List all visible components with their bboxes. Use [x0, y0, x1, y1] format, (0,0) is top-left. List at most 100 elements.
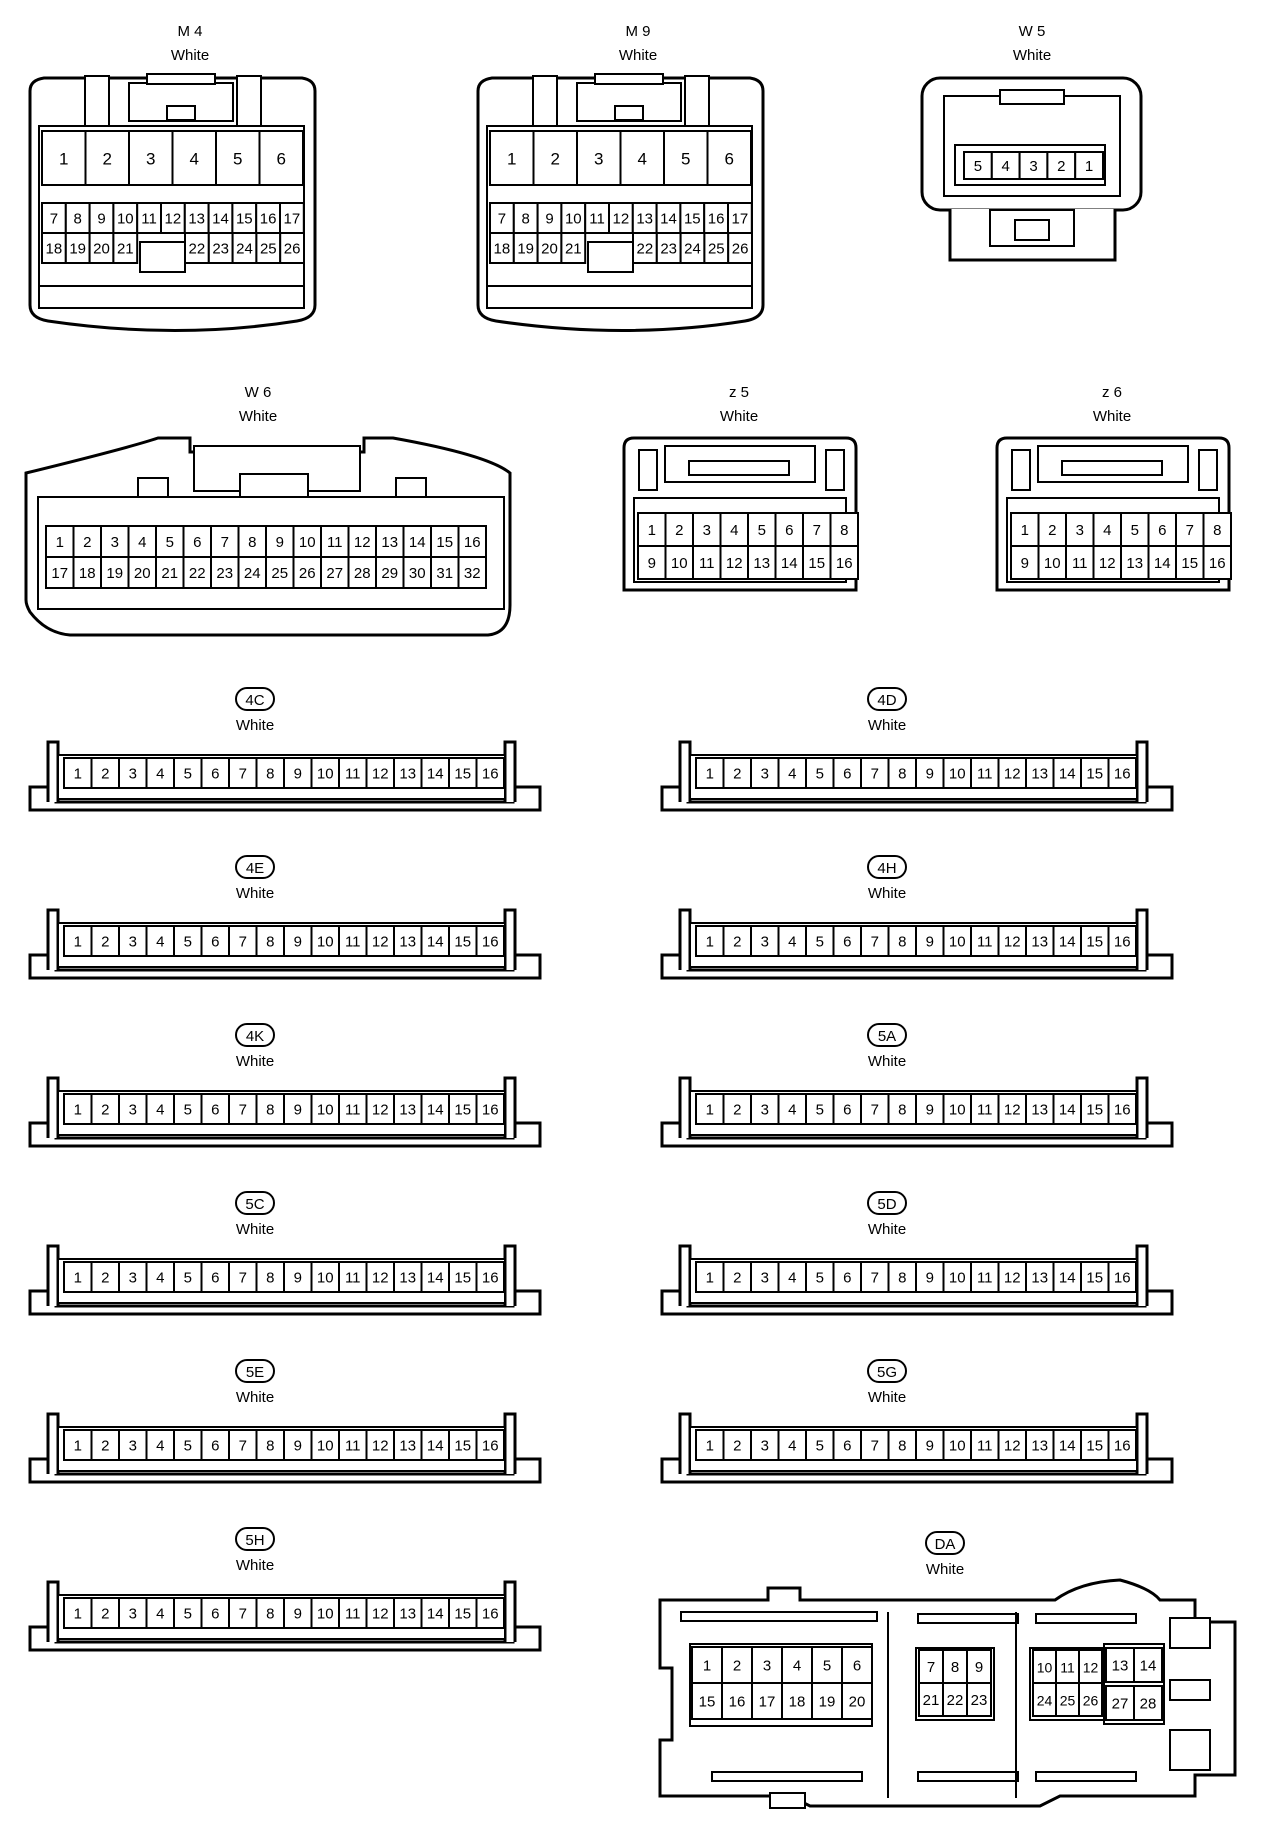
- pin-number: 10: [317, 934, 334, 951]
- pin-number: 26: [732, 241, 749, 258]
- pin-cell: [663, 130, 709, 186]
- latch-tab: [1061, 460, 1163, 476]
- connector-code-badge: [867, 855, 907, 879]
- pin-number: 13: [399, 1270, 416, 1287]
- pin-number: 14: [427, 1270, 444, 1287]
- pin-number: 14: [1140, 1658, 1157, 1675]
- pin-number: 22: [947, 1692, 964, 1709]
- connector-color: White: [868, 885, 906, 902]
- pin-number: 17: [284, 211, 301, 228]
- pin-number: 7: [498, 211, 506, 228]
- pin-number: 2: [551, 150, 560, 169]
- pin-number: 1: [706, 1102, 714, 1119]
- pin-number: 10: [949, 1438, 966, 1455]
- pin-cell: [1074, 151, 1104, 180]
- pin-cell: [750, 1261, 780, 1293]
- connector-code: 5D: [877, 1196, 896, 1213]
- pin-cell: [777, 1429, 807, 1461]
- pin-number: 5: [184, 1438, 192, 1455]
- pin-cell: [811, 1682, 843, 1720]
- pin-number: 12: [372, 1606, 389, 1623]
- pin-cell: [887, 1093, 917, 1125]
- pin-number: 4: [156, 766, 164, 783]
- pin-number: 11: [345, 1438, 361, 1455]
- pin-cell: [320, 556, 350, 589]
- pin-cell: [283, 1597, 313, 1629]
- pin-number: 10: [317, 1438, 334, 1455]
- pin-cell: [90, 1261, 120, 1293]
- pin-cell: [365, 1093, 395, 1125]
- pin-cell: [1010, 545, 1040, 580]
- connector-code-badge: [925, 1531, 965, 1555]
- pin-number: 10: [565, 211, 582, 228]
- pin-cell: [118, 757, 148, 789]
- pin-cell: [255, 1429, 285, 1461]
- pin-number: 21: [923, 1692, 940, 1709]
- pin-number: 10: [671, 555, 688, 572]
- pin-number: 1: [1085, 158, 1093, 175]
- pin-cell: [173, 757, 203, 789]
- pin-number: 6: [843, 1102, 851, 1119]
- pin-number: 15: [699, 1694, 716, 1711]
- pin-number: 12: [726, 555, 743, 572]
- pin-cell: [292, 556, 322, 589]
- pin-cell: [970, 1429, 1000, 1461]
- pin-number: 10: [949, 1270, 966, 1287]
- pin-number: 8: [898, 1102, 906, 1119]
- pin-number: 13: [399, 766, 416, 783]
- pin-number: 19: [819, 1694, 836, 1711]
- pin-number: 5: [758, 522, 766, 539]
- pin-number: 1: [74, 1270, 82, 1287]
- pin-cell: [832, 757, 862, 789]
- pin-cell: [457, 556, 487, 589]
- connector-code: DA: [935, 1536, 956, 1553]
- pin-cell: [942, 757, 972, 789]
- pin-cell: [805, 757, 835, 789]
- pin-number: 2: [101, 1102, 109, 1119]
- pin-number: 10: [1044, 555, 1061, 572]
- pin-number: 24: [684, 241, 701, 258]
- pin-number: 4: [156, 1102, 164, 1119]
- pin-number: 16: [1114, 934, 1131, 951]
- connector-code: 4C: [245, 692, 264, 709]
- pin-number: 10: [949, 766, 966, 783]
- pin-number: 6: [211, 934, 219, 951]
- end-post: [678, 908, 692, 970]
- pin-number: 13: [1031, 1270, 1048, 1287]
- pin-cell: [393, 1261, 423, 1293]
- pin-number: 6: [277, 150, 286, 169]
- pin-cell: [200, 925, 230, 957]
- connector-code-badge: [867, 687, 907, 711]
- guide-rib: [638, 449, 658, 491]
- guide-rib: [1011, 449, 1031, 491]
- pin-number: 11: [699, 555, 715, 572]
- pin-number: 10: [317, 766, 334, 783]
- pin-number: 16: [729, 1694, 746, 1711]
- pin-number: 12: [165, 211, 182, 228]
- pin-number: 15: [454, 1102, 471, 1119]
- pin-cell: [475, 925, 505, 957]
- connector-code: 5C: [245, 1196, 264, 1213]
- pin-cell: [145, 1597, 175, 1629]
- end-post: [678, 740, 692, 802]
- pin-cell: [171, 130, 217, 186]
- pin-number: 4: [638, 150, 647, 169]
- pin-cell: [1202, 545, 1232, 580]
- pin-number: 15: [1086, 1270, 1103, 1287]
- rail: [680, 1611, 878, 1622]
- pin-number: 1: [648, 522, 656, 539]
- connector-code-badge: [867, 1023, 907, 1047]
- pin-number: 13: [399, 1438, 416, 1455]
- pin-number: 2: [733, 1438, 741, 1455]
- pin-number: 2: [1048, 522, 1056, 539]
- pin-number: 7: [239, 1606, 247, 1623]
- guide-rib: [825, 449, 845, 491]
- pin-cell: [1107, 757, 1137, 789]
- pin-number: 7: [871, 766, 879, 783]
- pin-number: 10: [949, 1102, 966, 1119]
- pin-number: 6: [193, 534, 201, 551]
- pin-cell: [1052, 1261, 1082, 1293]
